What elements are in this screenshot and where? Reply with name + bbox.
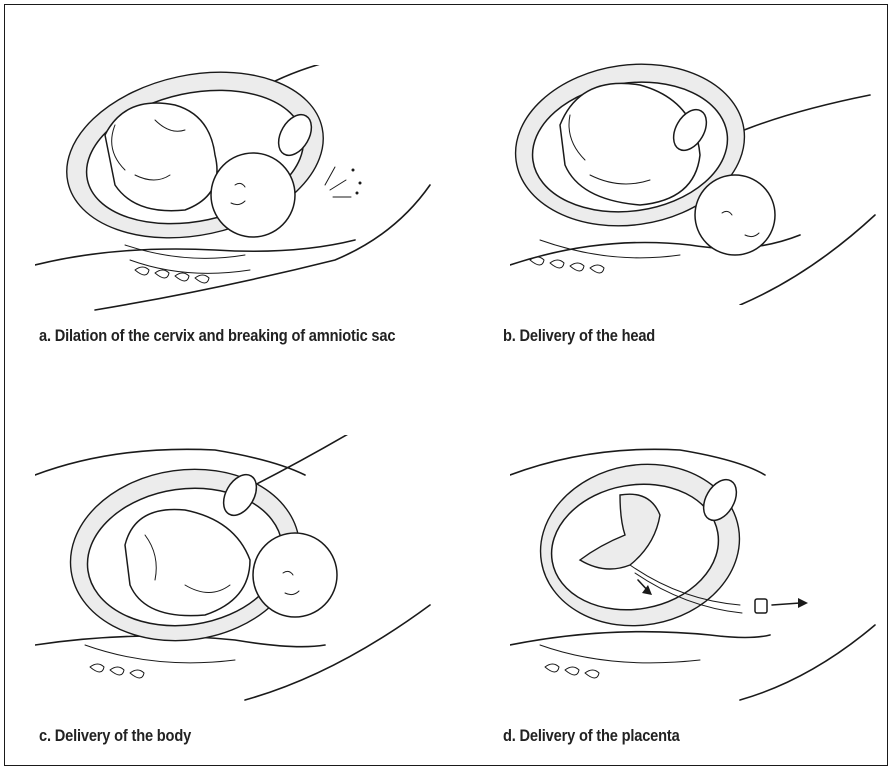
- fetus-head-icon: [695, 175, 775, 255]
- caption-a: a. Dilation of the cervix and breaking o…: [39, 326, 395, 346]
- illustration-c-drawing: [35, 435, 435, 705]
- illustration-body-delivery: [35, 435, 435, 705]
- arrow-right-icon: [772, 598, 808, 608]
- illustration-cervix-dilation: [35, 65, 435, 315]
- fluid-splash-icon: [325, 167, 362, 197]
- illustration-b-drawing: [510, 35, 880, 305]
- illustration-placenta-delivery: [510, 435, 880, 705]
- figure-frame: a. Dilation of the cervix and breaking o…: [4, 4, 888, 766]
- caption-d: d. Delivery of the placenta: [503, 726, 680, 746]
- clamp-icon: [755, 599, 767, 613]
- illustration-d-drawing: [510, 435, 880, 705]
- illustration-a-drawing: [35, 65, 435, 315]
- vertebrae-icon: [90, 664, 144, 678]
- caption-b: b. Delivery of the head: [503, 326, 655, 346]
- vertebrae-icon: [530, 257, 604, 273]
- illustration-head-delivery: [510, 35, 880, 305]
- vertebrae-icon: [135, 267, 209, 283]
- fetus-head-icon: [253, 533, 337, 617]
- fetus-head-icon: [211, 153, 295, 237]
- vertebrae-icon: [545, 664, 599, 678]
- caption-c: c. Delivery of the body: [39, 726, 191, 746]
